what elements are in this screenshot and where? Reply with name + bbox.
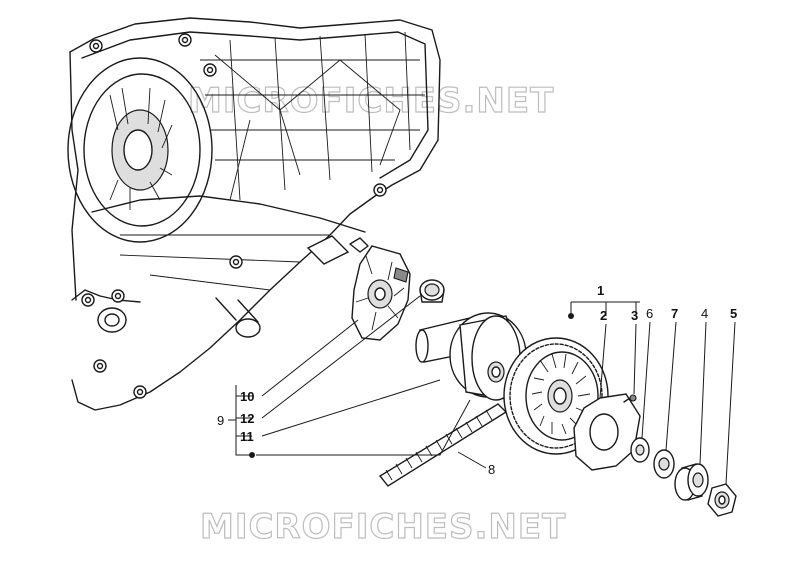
callout-6: 6 — [646, 306, 653, 321]
plate-part-2 — [573, 393, 641, 471]
housing-bolt-bosses — [81, 33, 387, 399]
bushing-part-4 — [674, 463, 709, 501]
callout-4: 4 — [701, 306, 708, 321]
callout-11: 11 — [240, 429, 254, 444]
callout-1: 1 — [597, 283, 604, 298]
callout-labels: 1 2 3 6 7 4 5 8 9 10 12 11 — [217, 283, 737, 477]
washer-part-7 — [653, 449, 675, 479]
callout-dot-1 — [568, 313, 574, 319]
pin-part-3 — [623, 394, 637, 403]
ramp-plate-part-10 — [351, 245, 411, 341]
callout-dot-9 — [249, 452, 255, 458]
callout-7: 7 — [671, 306, 678, 321]
watermark-bottom: MICROFICHES.NET — [200, 507, 566, 547]
callout-8: 8 — [488, 462, 495, 477]
washer-part-6 — [630, 437, 650, 463]
callout-9: 9 — [217, 413, 224, 428]
watermark-top: MICROFICHES.NET — [188, 81, 554, 121]
nut-part-5 — [707, 483, 737, 517]
callout-12: 12 — [240, 411, 254, 426]
callout-10: 10 — [240, 389, 254, 404]
roller-part-12 — [419, 279, 445, 303]
callout-5: 5 — [730, 306, 737, 321]
crankcase-housing — [67, 17, 441, 411]
callout-2: 2 — [600, 308, 607, 323]
leader-lines — [228, 295, 736, 485]
callout-3: 3 — [631, 308, 638, 323]
